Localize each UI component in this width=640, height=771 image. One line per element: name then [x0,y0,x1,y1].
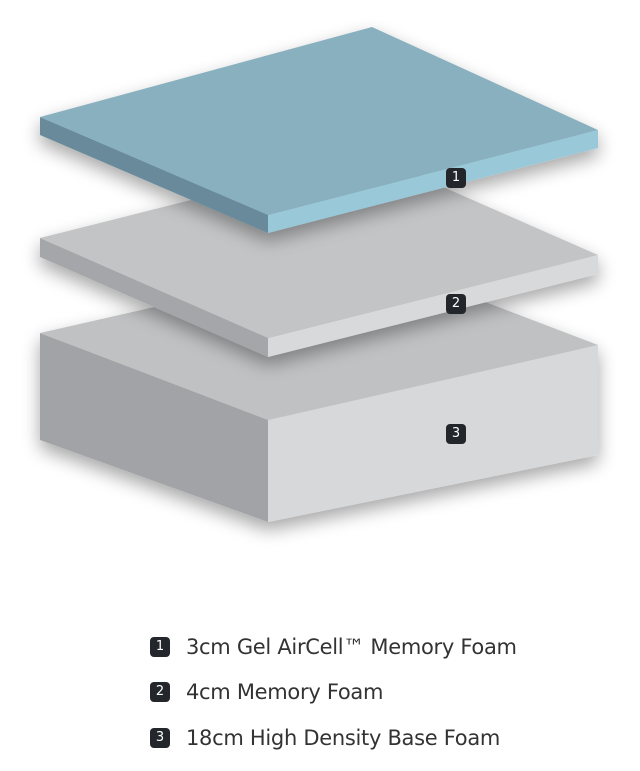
layer-1-gel-memory-foam [40,27,598,233]
legend-badge-1: 1 [150,637,170,657]
legend-badge-2: 2 [150,682,170,702]
layer-2-badge: 2 [446,294,466,314]
legend-item-2: 2 4cm Memory Foam [150,677,383,707]
legend-badge-3: 3 [150,728,170,748]
layer-1-badge: 1 [446,168,466,188]
layer-2-memory-foam [40,155,598,357]
legend-label-2: 4cm Memory Foam [186,680,384,704]
layer-3-badge: 3 [446,424,466,444]
legend-label-3: 18cm High Density Base Foam [186,726,501,750]
legend-item-3: 3 18cm High Density Base Foam [150,723,500,753]
legend-label-1: 3cm Gel AirCell™ Memory Foam [186,635,517,659]
legend-item-1: 1 3cm Gel AirCell™ Memory Foam [150,632,517,662]
